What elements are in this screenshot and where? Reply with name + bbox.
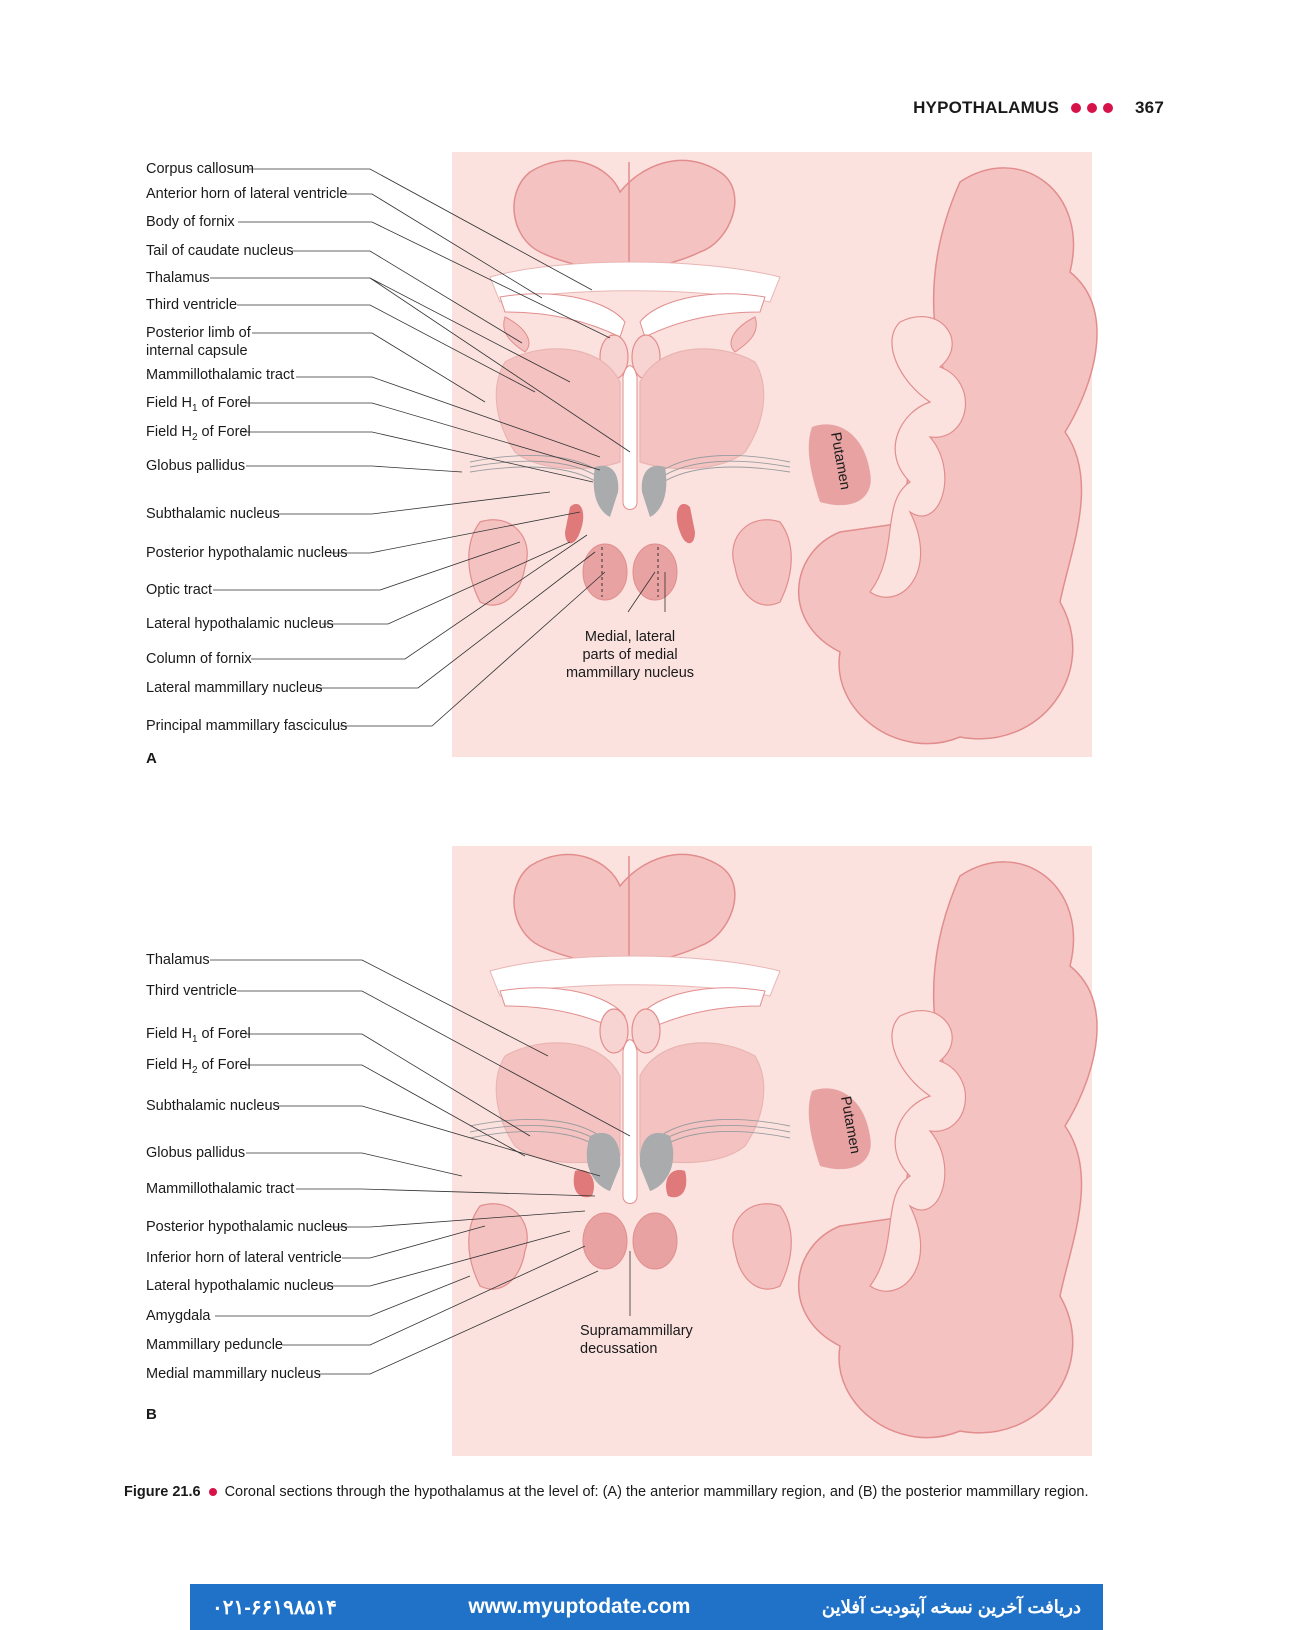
subthalamic-nucleus-left: [593, 465, 619, 517]
figure-a-illustration: [210, 152, 1098, 757]
label-field-h2: Field H2 of Forel: [146, 424, 251, 443]
thalamus-left: [495, 1042, 621, 1164]
panel-letter-b: B: [146, 1406, 157, 1423]
mammillary-body-left: [582, 1212, 628, 1270]
label-body-of-fornix: Body of fornix: [146, 214, 235, 230]
label-third-ventricle: Third ventricle: [146, 297, 238, 313]
grey-nucleus-right: [639, 1132, 674, 1191]
caption-dot: [208, 1487, 217, 1496]
label-thalamus: Thalamus: [146, 952, 210, 968]
chapter-title: HYPOTHALAMUS: [913, 98, 1060, 117]
label-lateral-hypothalamic: Lateral hypothalamic nucleus: [146, 616, 334, 632]
decussation-note-line: decussation: [580, 1341, 658, 1357]
subthalamic-nucleus-right: [641, 465, 667, 517]
thalamus-left: [495, 348, 621, 470]
figure-number: Figure 21.6: [124, 1484, 201, 1500]
figure-a: Corpus callosum Anterior horn of lateral…: [140, 152, 1170, 802]
mammillary-note: Medial, lateral parts of medial mammilla…: [560, 628, 700, 682]
label-mammillothalamic: Mammillothalamic tract: [146, 1181, 295, 1197]
label-globus-pallidus: Globus pallidus: [146, 1145, 246, 1161]
label-amygdala: Amygdala: [146, 1308, 211, 1324]
mammillary-note-line: mammillary nucleus: [565, 665, 695, 681]
label-column-fornix: Column of fornix: [146, 651, 252, 667]
label-subthalamic: Subthalamic nucleus: [146, 1098, 280, 1114]
leader-lines: [210, 959, 631, 1375]
fiber-bundles: [469, 454, 791, 485]
accent-dots: [1071, 103, 1114, 113]
putamen: [808, 424, 871, 506]
figure-b-illustration: [210, 846, 1098, 1456]
label-thalamus: Thalamus: [146, 270, 210, 286]
panel-letter-a: A: [146, 750, 157, 767]
accent-dot: [1087, 103, 1098, 113]
label-lateral-mammillary: Lateral mammillary nucleus: [146, 680, 323, 696]
footer-website-link[interactable]: www.myuptodate.com: [468, 1595, 691, 1618]
label-corpus-callosum: Corpus callosum: [146, 161, 254, 177]
label-lateral-hypothalamic: Lateral hypothalamic nucleus: [146, 1278, 334, 1294]
label-optic-tract: Optic tract: [146, 582, 213, 598]
mammillary-note-line: parts of medial: [582, 647, 678, 663]
label-tail-caudate: Tail of caudate nucleus: [146, 243, 294, 259]
caption-text: Coronal sections through the hypothalamu…: [224, 1484, 1089, 1500]
putamen: [808, 1088, 871, 1170]
decussation-note: Supramammillary decussation: [580, 1322, 710, 1358]
thalamus-right: [639, 348, 765, 470]
footer-phone: ۰۲۱-۶۶۱۹۸۵۱۴: [212, 1596, 337, 1619]
figure-caption: Figure 21.6 Coronal sections through the …: [124, 1482, 1184, 1502]
mammillary-body-right: [632, 1212, 678, 1270]
label-anterior-horn: Anterior horn of lateral ventricle: [146, 186, 348, 202]
label-medial-mammillary: Medial mammillary nucleus: [146, 1366, 321, 1382]
label-field-h2: Field H2 of Forel: [146, 1057, 251, 1076]
label-third-ventricle: Third ventricle: [146, 983, 238, 999]
label-mammillothalamic: Mammillothalamic tract: [146, 367, 295, 383]
thalamus-right: [639, 1042, 765, 1164]
cingulate-gyri: [513, 159, 736, 273]
footer-persian-text: دریافت آخرین نسخه آپتودیت آفلاین: [821, 1596, 1081, 1617]
footer-banner[interactable]: ۰۲۱-۶۶۱۹۸۵۱۴ www.myuptodate.com دریافت آ…: [190, 1584, 1103, 1630]
accent-dot: [1071, 103, 1082, 113]
label-posterior-limb-2: internal capsule: [146, 343, 248, 359]
label-globus-pallidus: Globus pallidus: [146, 458, 246, 474]
label-field-h1: Field H1 of Forel: [146, 395, 251, 414]
label-field-h1: Field H1 of Forel: [146, 1026, 251, 1045]
label-posterior-hypothalamic: Posterior hypothalamic nucleus: [146, 545, 348, 561]
figure-b: Thalamus Third ventricle Field H1 of For…: [140, 846, 1170, 1456]
label-subthalamic: Subthalamic nucleus: [146, 506, 280, 522]
label-posterior-limb-1: Posterior limb of: [146, 325, 251, 341]
label-principal-mammillary: Principal mammillary fasciculus: [146, 718, 348, 734]
mammillary-note-line: Medial, lateral: [584, 629, 676, 645]
page-number: 367: [1135, 98, 1164, 117]
running-head: HYPOTHALAMUS 367: [913, 96, 1164, 120]
sulcus-right: [869, 316, 967, 598]
label-posterior-hypothalamic: Posterior hypothalamic nucleus: [146, 1219, 348, 1235]
decussation-note-line: Supramammillary: [580, 1323, 693, 1339]
grey-nucleus-left: [586, 1132, 621, 1191]
label-mammillary-peduncle: Mammillary peduncle: [146, 1337, 283, 1353]
cingulate-gyri: [513, 853, 736, 967]
label-inferior-horn: Inferior horn of lateral ventricle: [146, 1250, 342, 1266]
leader-lines: [210, 168, 666, 727]
accent-dot: [1103, 103, 1114, 113]
